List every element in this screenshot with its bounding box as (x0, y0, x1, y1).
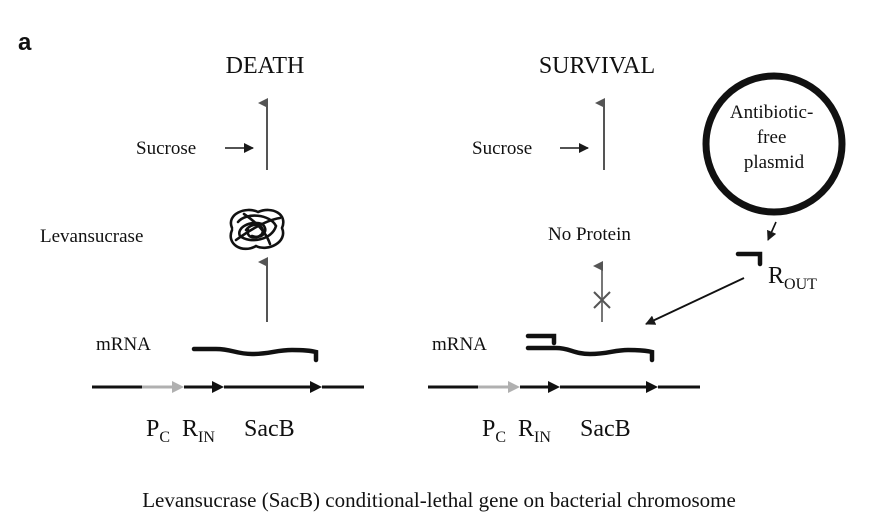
left-rbs-label: RIN (182, 416, 215, 446)
right-gene-label: SacB (580, 416, 631, 442)
right-sucrose-label: Sucrose (472, 138, 532, 159)
right-chromosome (428, 381, 700, 393)
rout-binding-arrow (645, 277, 745, 325)
rout-rna-fragment (735, 251, 763, 267)
right-promoter-label: PC (482, 416, 506, 446)
right-rbs-label: RIN (518, 416, 551, 446)
plasmid-circle-icon (702, 72, 846, 216)
blocked-x-icon (593, 291, 611, 309)
left-outcome-death: DEATH (226, 53, 305, 79)
left-protein-label: Levansucrase (40, 226, 143, 247)
left-mrna-strand (191, 346, 319, 363)
figure-caption: Levansucrase (SacB) conditional-lethal g… (142, 488, 736, 512)
right-outcome-survival: SURVIVAL (539, 53, 655, 79)
plasmid-label: Antibiotic- free plasmid (730, 102, 818, 173)
right-mrna-label: mRNA (432, 334, 487, 355)
left-sucrose-label: Sucrose (136, 138, 196, 159)
right-protein-label: No Protein (548, 224, 631, 245)
right-mrna-strand (525, 345, 655, 363)
left-mrna-label: mRNA (96, 334, 151, 355)
left-chromosome (92, 381, 364, 393)
plasmid-to-rout-arrow (767, 221, 777, 241)
panel-label: a (18, 29, 32, 56)
rout-label: ROUT (768, 263, 817, 293)
left-promoter-label: PC (146, 416, 170, 446)
left-gene-label: SacB (244, 416, 295, 442)
levansucrase-protein-icon (229, 208, 285, 251)
right-rout-bound-fragment (525, 333, 557, 346)
